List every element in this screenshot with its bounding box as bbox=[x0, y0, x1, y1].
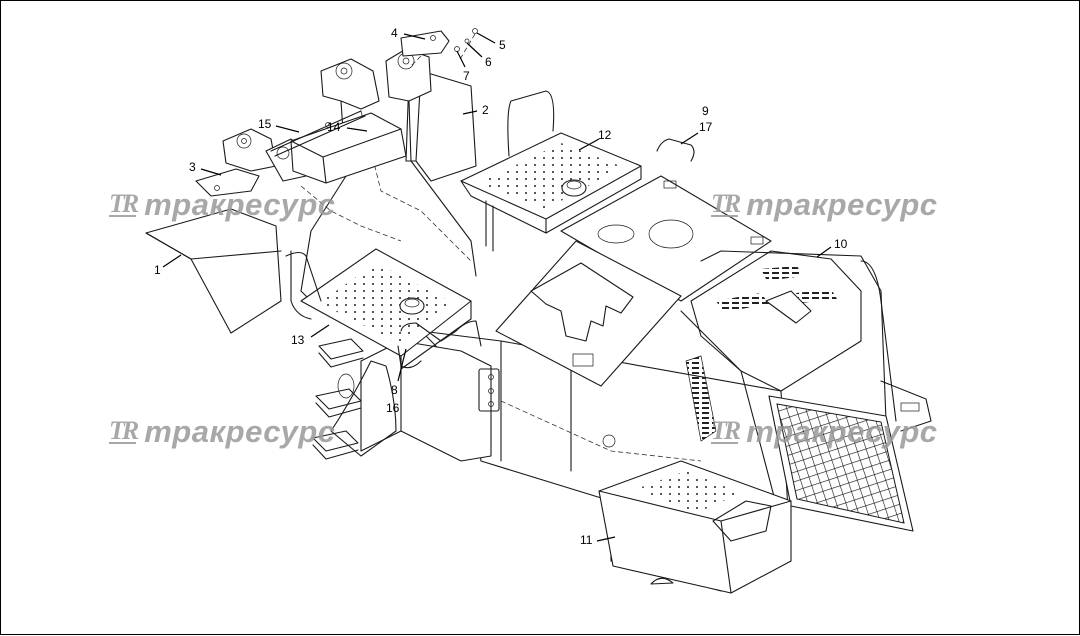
callout-14: 14 bbox=[327, 120, 341, 134]
leader-lines bbox=[162, 32, 832, 542]
callout-9: 9 bbox=[702, 104, 709, 118]
watermark-text: тракресурс bbox=[746, 187, 938, 222]
part-8-16-handrail bbox=[285, 250, 482, 369]
watermark-logo: TR bbox=[109, 189, 139, 218]
watermark-text: тракресурс bbox=[746, 414, 938, 449]
watermark-logo: TR bbox=[711, 189, 741, 218]
watermark-text: тракресурс bbox=[144, 187, 336, 222]
watermark: TR тракресурс bbox=[109, 187, 336, 223]
rear-cage bbox=[860, 260, 932, 432]
watermark-logo: TR bbox=[711, 416, 741, 445]
watermark: TR тракресурс bbox=[711, 187, 938, 223]
callout-13: 13 bbox=[291, 333, 305, 347]
access-panel bbox=[495, 240, 682, 387]
callout-11: 11 bbox=[580, 533, 593, 547]
part-1-side-panel bbox=[145, 208, 282, 334]
watermark: TR тракресурс bbox=[711, 414, 938, 450]
callout-17: 17 bbox=[699, 120, 713, 134]
watermark-text: тракресурс bbox=[144, 414, 336, 449]
rear-grille bbox=[768, 395, 914, 532]
callout-16: 16 bbox=[386, 401, 400, 415]
watermark: TR тракресурс bbox=[109, 414, 336, 450]
parts-5-7-hardware bbox=[454, 28, 478, 62]
callout-2: 2 bbox=[482, 103, 489, 117]
watermark-logo: TR bbox=[109, 416, 139, 445]
part-11-box bbox=[598, 460, 792, 594]
part-15-rod bbox=[270, 110, 366, 157]
part-13-front-deck bbox=[300, 248, 472, 370]
callout-4: 4 bbox=[391, 26, 398, 40]
left-pillar-steps bbox=[312, 338, 500, 462]
part-12-deck-plate bbox=[460, 90, 695, 252]
callout-3: 3 bbox=[189, 160, 196, 174]
callout-8: 8 bbox=[391, 383, 398, 397]
part-4-bracket bbox=[400, 30, 450, 67]
callout-5: 5 bbox=[499, 38, 506, 52]
part-3-bracket bbox=[195, 168, 260, 197]
part-14-cover bbox=[290, 112, 407, 184]
callout-1: 1 bbox=[154, 263, 161, 277]
callout-6: 6 bbox=[485, 55, 492, 69]
callout-15: 15 bbox=[258, 117, 272, 131]
callout-7: 7 bbox=[463, 69, 470, 83]
callout-12: 12 bbox=[598, 128, 612, 142]
callout-10: 10 bbox=[834, 237, 848, 251]
